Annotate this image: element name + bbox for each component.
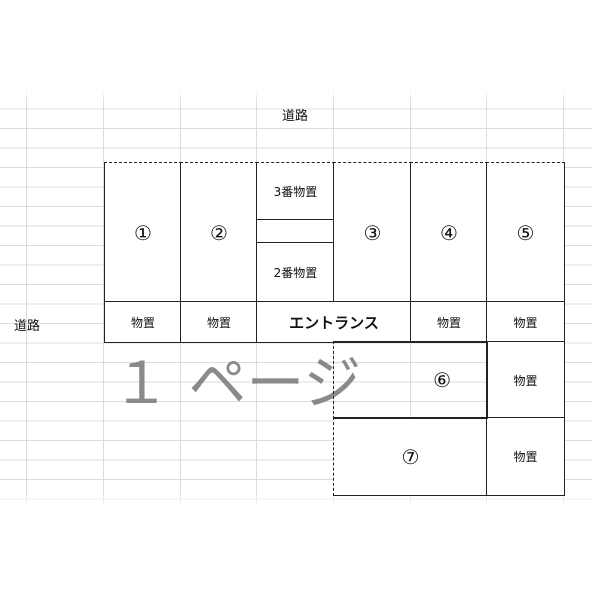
storage-label: 物置 (513, 450, 538, 464)
lot-4-label: ④ (440, 220, 458, 245)
storage-3[interactable]: 3番物置 (256, 162, 335, 221)
entrance-label: エントランス (289, 313, 379, 332)
entrance[interactable]: エントランス (256, 301, 412, 343)
lot-1-label: ① (134, 220, 152, 245)
storage-5[interactable]: 物置 (486, 301, 565, 343)
storage-label: 物置 (206, 315, 231, 330)
empty-cell[interactable] (256, 219, 335, 244)
lot-2-label: ② (210, 220, 228, 245)
lot-6-label: ⑥ (433, 368, 451, 392)
lot-6[interactable]: ⑥ (333, 341, 488, 419)
storage-label: 物置 (513, 315, 538, 330)
lot-7-label: ⑦ (401, 444, 420, 469)
road-top-label: 道路 (282, 109, 309, 124)
storage-label: 物置 (130, 315, 155, 330)
storage-label: 物置 (513, 373, 538, 388)
lot-2[interactable]: ② (180, 162, 258, 303)
storage-1[interactable]: 物置 (104, 301, 182, 343)
lot-3-label: ③ (363, 220, 382, 245)
lot-1[interactable]: ① (104, 162, 182, 303)
storage-6[interactable]: 物置 (486, 341, 565, 419)
storage-4[interactable]: 物置 (410, 301, 488, 343)
storage-2b[interactable]: 物置 (180, 301, 258, 343)
storage-7[interactable]: 物置 (486, 417, 565, 496)
road-left-label: 道路 (14, 319, 41, 334)
lot-5[interactable]: ⑤ (486, 162, 565, 303)
storage-3-label: 3番物置 (273, 185, 318, 199)
lot-5-label: ⑤ (516, 220, 535, 245)
lot-7[interactable]: ⑦ (333, 417, 488, 496)
storage-label: 物置 (436, 315, 461, 330)
lot-4[interactable]: ④ (410, 162, 488, 303)
storage-2-label: 2番物置 (273, 266, 318, 280)
lot-3[interactable]: ③ (333, 162, 412, 303)
storage-2[interactable]: 2番物置 (256, 242, 335, 303)
